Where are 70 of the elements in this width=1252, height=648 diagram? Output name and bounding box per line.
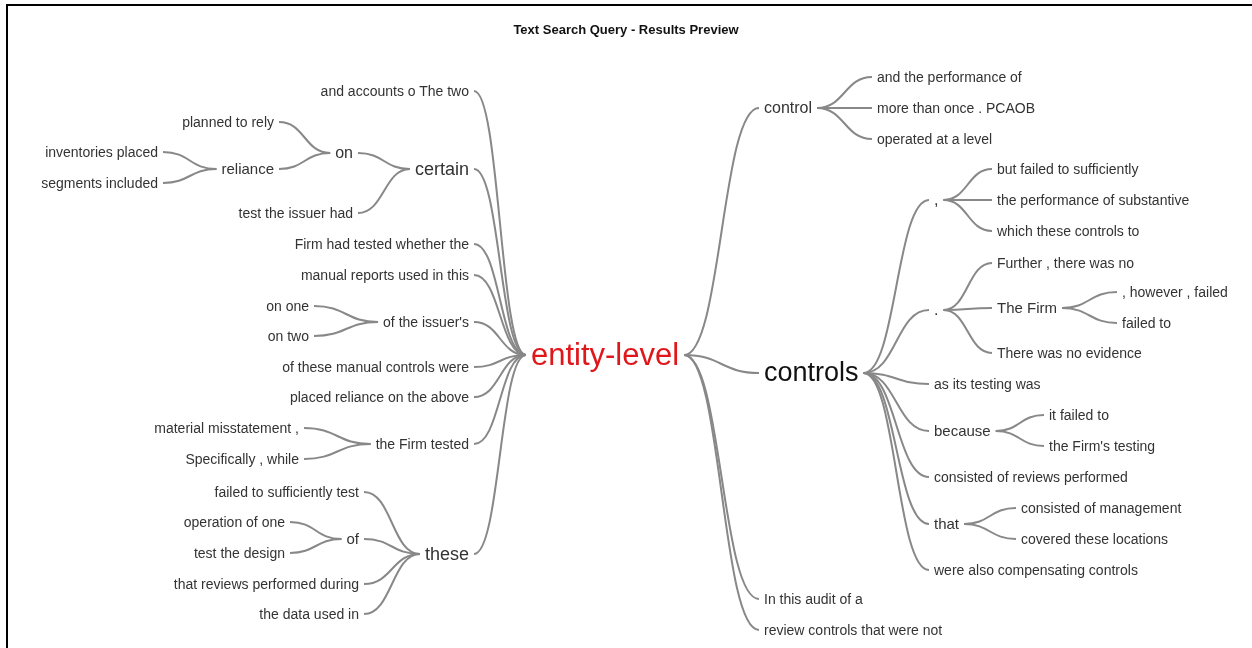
word-phrase: test the issuer had: [233, 204, 358, 222]
branch-line: [289, 538, 343, 554]
word-phrase: test the design: [188, 544, 290, 562]
word-phrase: consisted of management: [1016, 499, 1187, 517]
word-phrase: of: [341, 530, 364, 548]
word-phrase: more than once . PCAOB: [872, 99, 1040, 117]
search-term: entity-level: [525, 337, 685, 373]
word-phrase: Firm had tested whether the: [289, 235, 474, 253]
word-phrase: which these controls to: [992, 222, 1145, 240]
branch-line: [862, 372, 930, 571]
branch-line: [162, 168, 218, 184]
word-phrase: of these manual controls were: [277, 358, 474, 376]
word-phrase: .: [929, 300, 944, 320]
word-phrase: that: [929, 515, 965, 533]
branch-line: [473, 168, 527, 356]
branch-line: [942, 309, 993, 354]
chart-title: Text Search Query - Results Preview: [512, 22, 740, 37]
word-phrase: were also compensating controls: [929, 561, 1143, 579]
word-phrase: the performance of substantive: [992, 191, 1195, 209]
word-phrase: and the performance of: [872, 68, 1027, 86]
word-phrase: but failed to sufficiently: [992, 160, 1144, 178]
word-phrase: operation of one: [178, 513, 290, 531]
word-phrase: failed to: [1117, 314, 1177, 332]
word-phrase: because: [929, 422, 996, 440]
branch-line: [963, 523, 1017, 540]
word-phrase: In this audit of a: [759, 590, 868, 608]
word-phrase: review controls that were not: [759, 621, 948, 639]
word-phrase: on one: [261, 297, 314, 315]
word-phrase: manual reports used in this: [295, 266, 474, 284]
word-phrase: segments included: [36, 174, 163, 192]
word-phrase: reliance: [216, 160, 279, 178]
word-phrase: consisted of reviews performed: [929, 468, 1133, 486]
word-phrase: on: [330, 143, 358, 163]
word-phrase: certain: [409, 158, 474, 180]
branch-line: [313, 321, 380, 337]
branch-line: [816, 107, 873, 140]
word-phrase: The Firm: [992, 299, 1062, 317]
word-phrase: operated at a level: [872, 130, 998, 148]
word-phrase: that reviews performed during: [168, 575, 364, 593]
word-phrase: failed to sufficiently test: [209, 483, 364, 501]
branch-line: [473, 354, 527, 445]
branch-line: [278, 152, 332, 170]
branch-line: [1061, 307, 1118, 324]
word-phrase: as its testing was: [929, 375, 1046, 393]
word-phrase: , however , failed: [1117, 283, 1233, 301]
word-phrase: and accounts o The two: [315, 82, 474, 100]
word-phrase: ,: [929, 190, 944, 210]
word-phrase: of the issuer's: [378, 313, 474, 331]
word-phrase: the data used in: [254, 605, 364, 623]
branch-line: [942, 199, 993, 232]
branch-line: [357, 168, 411, 214]
branch-line: [363, 553, 421, 615]
word-phrase: covered these locations: [1016, 530, 1174, 548]
word-phrase: Specifically , while: [180, 450, 304, 468]
word-phrase: these: [419, 543, 474, 565]
branch-line: [303, 443, 372, 460]
word-phrase: Further , there was no: [992, 254, 1139, 272]
word-phrase: the Firm tested: [370, 435, 474, 453]
word-phrase: it failed to: [1044, 406, 1114, 424]
word-phrase: on two: [262, 327, 314, 345]
word-phrase: inventories placed: [40, 143, 163, 161]
word-phrase: planned to rely: [177, 113, 279, 131]
word-phrase: the Firm's testing: [1044, 437, 1161, 455]
word-phrase: placed reliance on the above: [284, 388, 474, 406]
branch-line: [473, 354, 527, 555]
branch-line: [994, 430, 1045, 447]
word-phrase: material misstatement ,: [149, 419, 304, 437]
word-phrase: control: [759, 98, 818, 118]
word-phrase: controls: [759, 357, 864, 389]
word-phrase: There was no evidence: [992, 344, 1147, 362]
